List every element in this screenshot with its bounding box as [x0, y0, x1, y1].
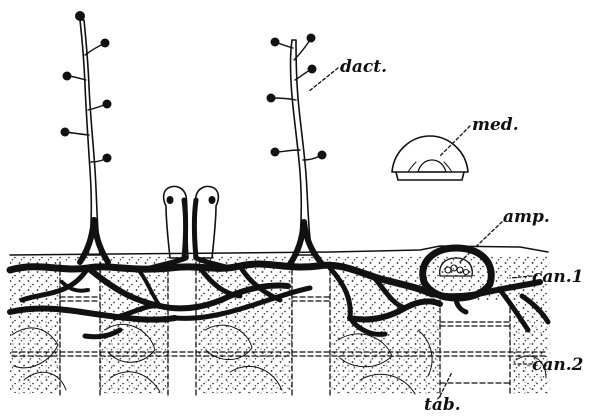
label-can2: can.2	[532, 355, 584, 375]
medusa	[392, 136, 468, 180]
label-med: med.	[472, 115, 519, 135]
label-tab: táb.	[424, 395, 461, 415]
dactylozooid-right	[267, 34, 327, 265]
label-dact: dact.	[340, 57, 387, 77]
dactylozooid-left	[61, 11, 112, 262]
label-amp: amp.	[503, 207, 550, 227]
label-can1: can.1	[532, 267, 583, 287]
